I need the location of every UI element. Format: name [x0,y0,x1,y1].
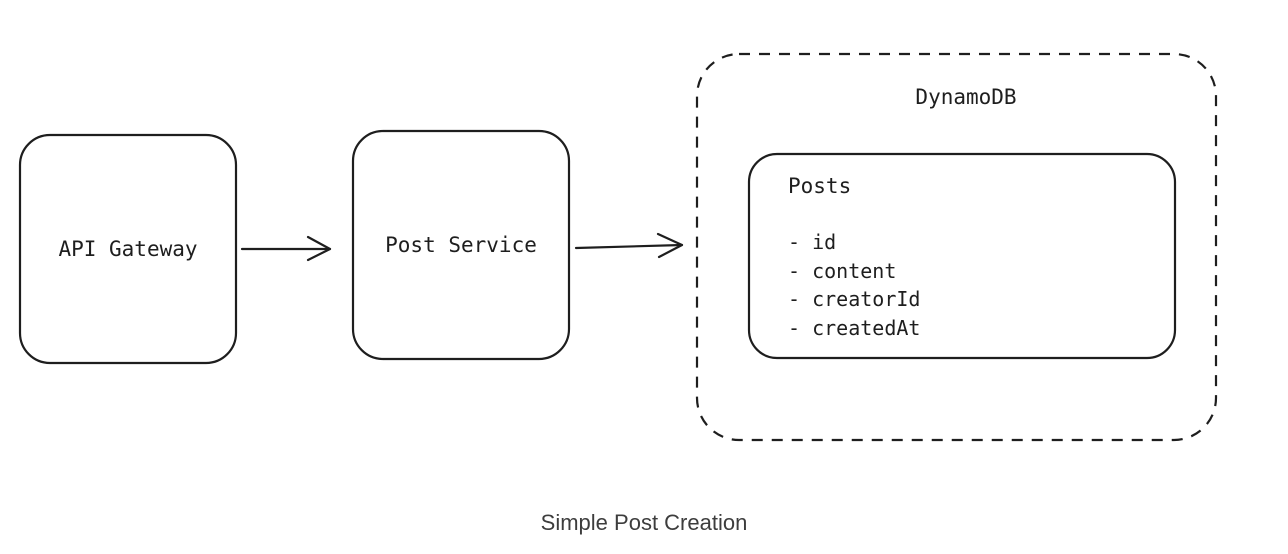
posts-field: - content [788,259,896,283]
dynamodb-container[interactable]: DynamoDB [695,52,1218,442]
diagram-caption: Simple Post Creation [540,510,748,535]
posts-table-title: Posts [788,174,851,198]
arrow-gateway-to-service [240,235,332,262]
posts-field: - id [788,230,836,254]
api-gateway-label: API Gateway [58,237,197,261]
arrow-service-to-dynamodb [574,232,684,259]
posts-field: - creatorId [788,287,920,311]
posts-field: - createdAt [788,316,920,340]
api-gateway-node[interactable]: API Gateway [18,133,238,365]
posts-table-node[interactable]: Posts - id - content - creatorId - creat… [747,152,1177,360]
dynamodb-label: DynamoDB [915,85,1016,109]
post-service-label: Post Service [385,233,537,257]
post-service-node[interactable]: Post Service [351,129,571,361]
